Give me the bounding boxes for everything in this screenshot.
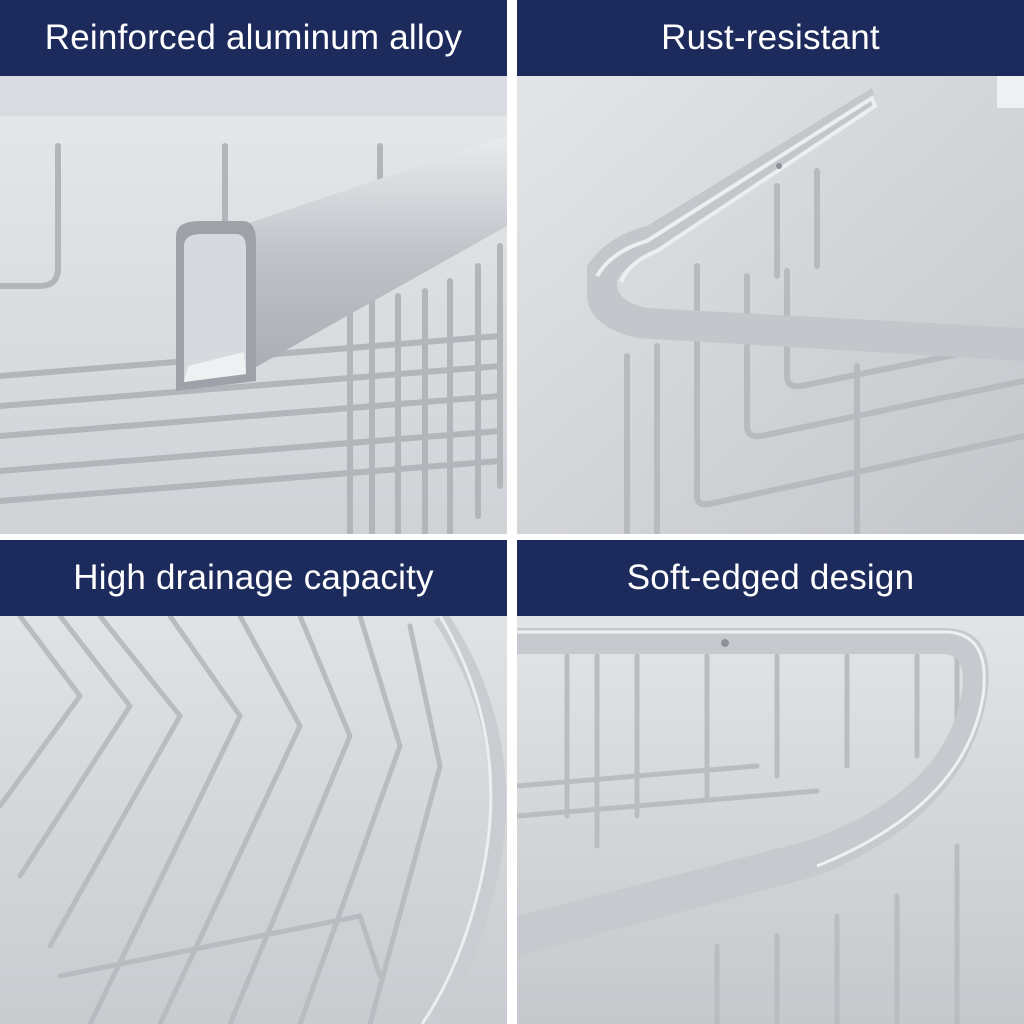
caption-banner: High drainage capacity xyxy=(0,540,507,616)
feature-panel-soft-edge: Soft-edged design xyxy=(517,540,1024,1024)
feature-panel-rust-resistant: Rust-resistant xyxy=(517,0,1024,534)
caption-banner: Reinforced aluminum alloy xyxy=(0,0,507,76)
basket-bottom-photo xyxy=(0,616,507,1024)
rounded-rim-photo xyxy=(517,616,1024,1024)
caption-text: High drainage capacity xyxy=(73,558,434,597)
caption-text: Soft-edged design xyxy=(626,558,915,597)
basket-corner-photo xyxy=(517,76,1024,534)
feature-panel-aluminum: Reinforced aluminum alloy xyxy=(0,0,507,534)
caption-text: Rust-resistant xyxy=(661,18,880,57)
aluminum-tube-photo xyxy=(0,76,507,534)
caption-banner: Soft-edged design xyxy=(517,540,1024,616)
caption-text: Reinforced aluminum alloy xyxy=(44,18,463,57)
feature-panel-drainage: High drainage capacity xyxy=(0,540,507,1024)
caption-banner: Rust-resistant xyxy=(517,0,1024,76)
